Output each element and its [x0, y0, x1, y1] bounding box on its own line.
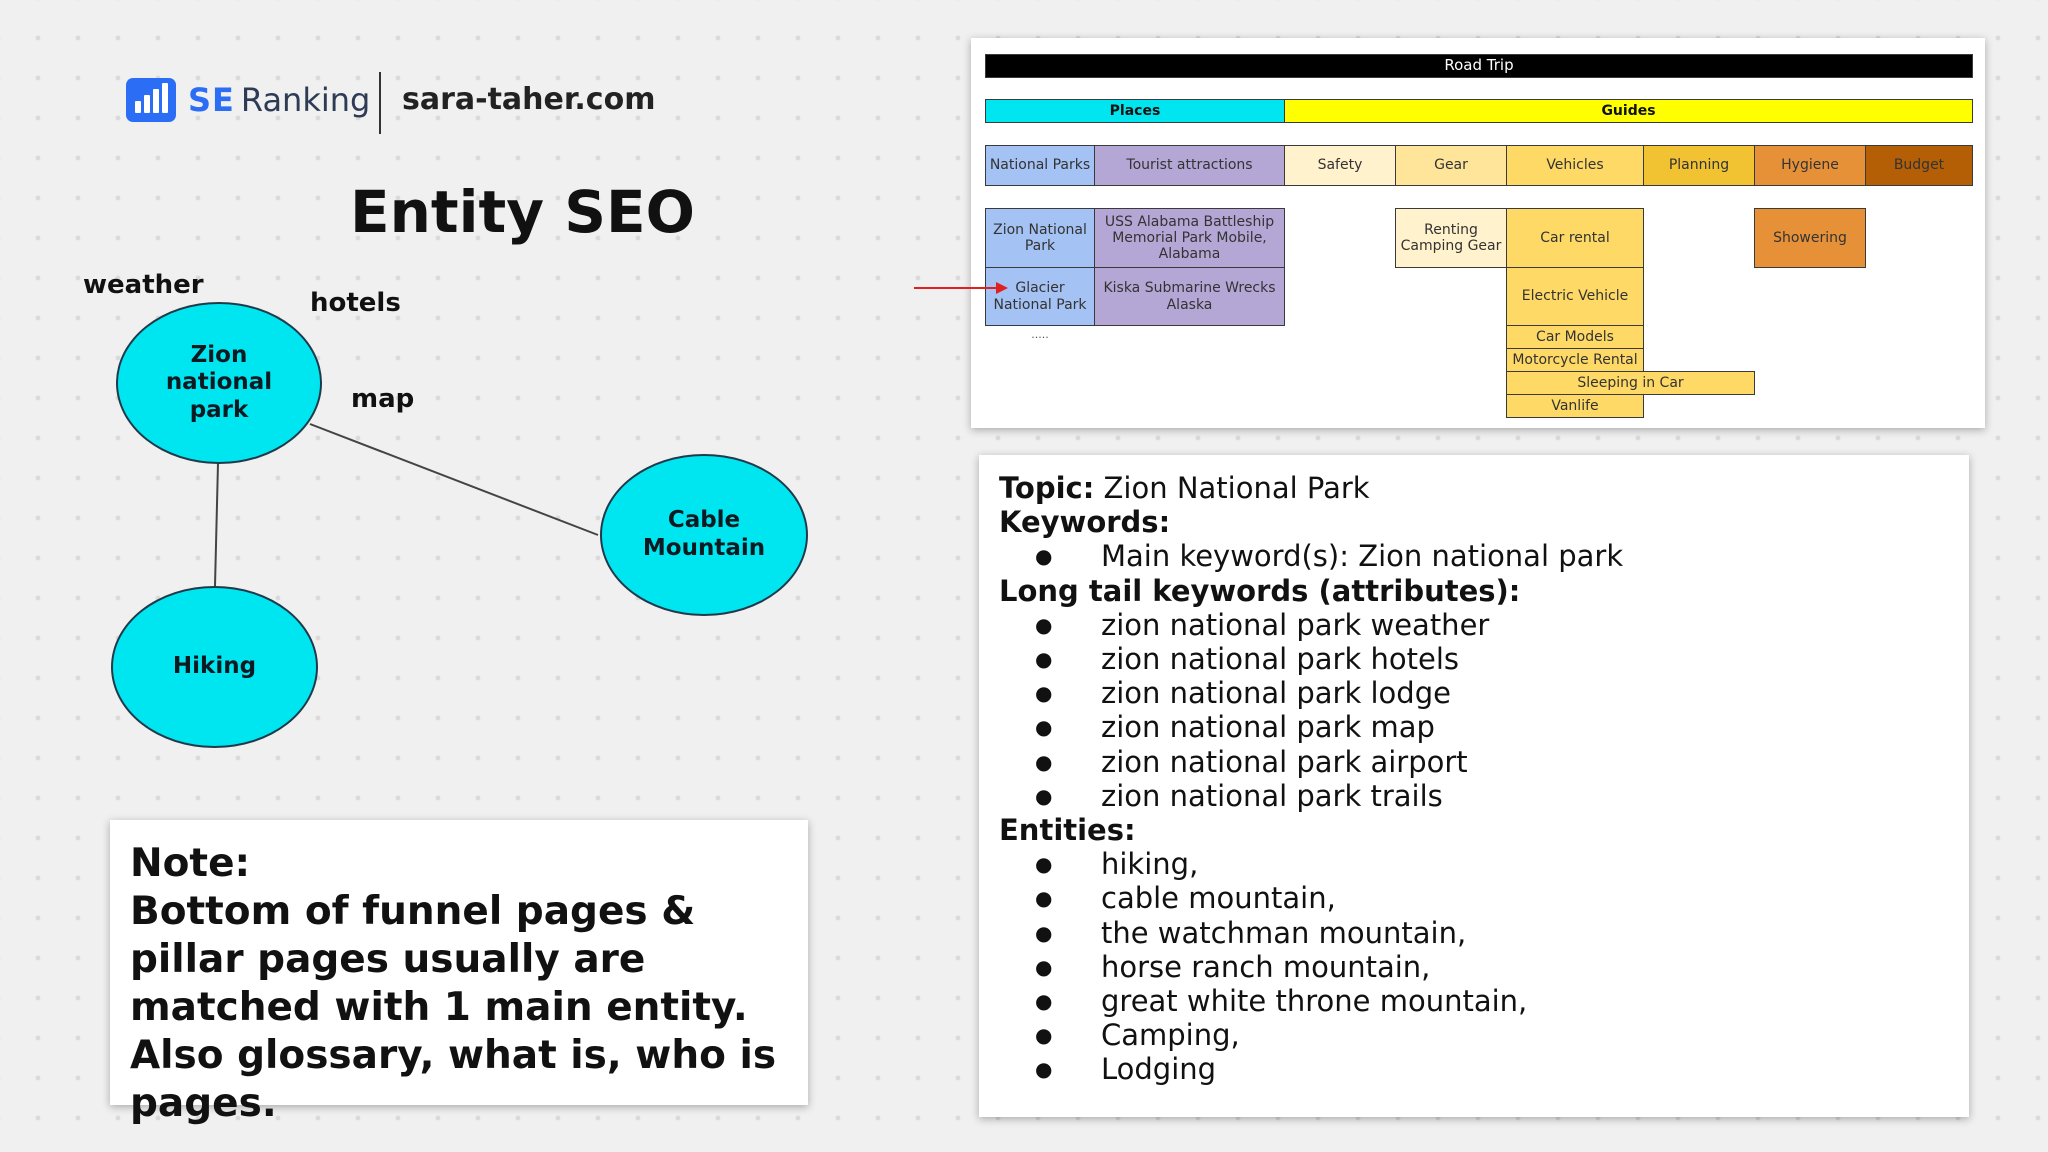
topic-label: Topic: — [999, 471, 1095, 505]
node-zion-label: Zion national park — [165, 341, 273, 423]
cat-vehicles: Vehicles — [1506, 145, 1644, 186]
road-trip-title: Road Trip — [985, 54, 1973, 78]
item-zion-national-park: Zion National Park — [985, 208, 1095, 268]
item-glacier-national-park: Glacier National Park — [985, 267, 1095, 326]
header-divider — [379, 72, 381, 134]
node-hiking: Hiking — [111, 586, 318, 748]
cat-budget: Budget — [1865, 145, 1973, 186]
list-item: horse ranch mountain, — [999, 950, 1949, 984]
arrow-pointer-icon — [914, 282, 1008, 294]
item-uss-alabama: USS Alabama Battleship Memorial Park Mob… — [1094, 208, 1285, 268]
item-car-models: Car Models — [1506, 325, 1644, 349]
cat-hygiene: Hygiene — [1754, 145, 1866, 186]
longtail-list: zion national park weather zion national… — [999, 608, 1949, 813]
list-item: zion national park trails — [999, 779, 1949, 813]
list-item: Lodging — [999, 1052, 1949, 1086]
attr-weather: weather — [83, 270, 204, 300]
attr-map: map — [351, 384, 415, 414]
guides-header: Guides — [1284, 99, 1973, 123]
entities-list: hiking, cable mountain, the watchman mou… — [999, 847, 1949, 1087]
entities-heading: Entities: — [999, 813, 1136, 848]
list-item: zion national park weather — [999, 608, 1949, 642]
road-trip-panel: Road Trip Places Guides National Parks T… — [971, 38, 1985, 428]
cat-national-parks: National Parks — [985, 145, 1095, 186]
places-header: Places — [985, 99, 1285, 123]
item-renting-camping-gear: Renting Camping Gear — [1395, 208, 1507, 268]
item-ellipsis: ..... — [1031, 328, 1049, 341]
edge-zion-hiking — [214, 462, 219, 587]
keywords-list: Main keyword(s): Zion national park — [999, 539, 1949, 573]
attr-hotels: hotels — [310, 288, 401, 318]
list-item: Camping, — [999, 1018, 1949, 1052]
item-showering: Showering — [1754, 208, 1866, 268]
item-kiska-wrecks: Kiska Submarine Wrecks Alaska — [1094, 267, 1285, 326]
item-sleeping-in-car: Sleeping in Car — [1506, 371, 1755, 395]
list-item: zion national park lodge — [999, 676, 1949, 710]
list-item: great white throne mountain, — [999, 984, 1949, 1018]
list-item: zion national park airport — [999, 745, 1949, 779]
page-title: Entity SEO — [350, 178, 695, 246]
brand-ranking: Ranking — [240, 81, 371, 119]
list-item: hiking, — [999, 847, 1949, 881]
cat-planning: Planning — [1643, 145, 1755, 186]
cat-tourist-attractions: Tourist attractions — [1094, 145, 1285, 186]
main-keyword-item: Main keyword(s): Zion national park — [999, 539, 1949, 573]
se-ranking-logo: SE Ranking — [126, 78, 370, 122]
longtail-heading: Long tail keywords (attributes): — [999, 573, 1521, 608]
topic-line: Topic: Zion National Park — [999, 471, 1949, 505]
list-item: zion national park map — [999, 710, 1949, 744]
list-item: cable mountain, — [999, 881, 1949, 915]
note-body: Bottom of funnel pages & pillar pages us… — [130, 889, 777, 1126]
item-electric-vehicle: Electric Vehicle — [1506, 267, 1644, 326]
topic-value: Zion National Park — [1094, 471, 1370, 505]
topic-card: Topic: Zion National Park Keywords: Main… — [979, 455, 1969, 1117]
keywords-heading: Keywords: — [999, 505, 1171, 540]
item-motorcycle-rental: Motorcycle Rental — [1506, 348, 1644, 372]
cat-gear: Gear — [1395, 145, 1507, 186]
node-cable-mountain: Cable Mountain — [600, 454, 808, 616]
note-card: Note: Bottom of funnel pages & pillar pa… — [110, 820, 808, 1126]
list-item: zion national park hotels — [999, 642, 1949, 676]
note-heading: Note: — [130, 841, 251, 886]
list-item: the watchman mountain, — [999, 916, 1949, 950]
node-cable-label: Cable Mountain — [642, 507, 766, 561]
edge-zion-cable — [309, 423, 599, 536]
cat-safety: Safety — [1284, 145, 1396, 186]
brand-se: SE — [188, 81, 235, 119]
item-vanlife: Vanlife — [1506, 394, 1644, 418]
node-zion-national-park: Zion national park — [116, 302, 322, 464]
bar-chart-logo-icon — [126, 78, 176, 122]
item-car-rental: Car rental — [1506, 208, 1644, 268]
node-hiking-label: Hiking — [172, 653, 257, 680]
site-name: sara-taher.com — [402, 82, 656, 117]
